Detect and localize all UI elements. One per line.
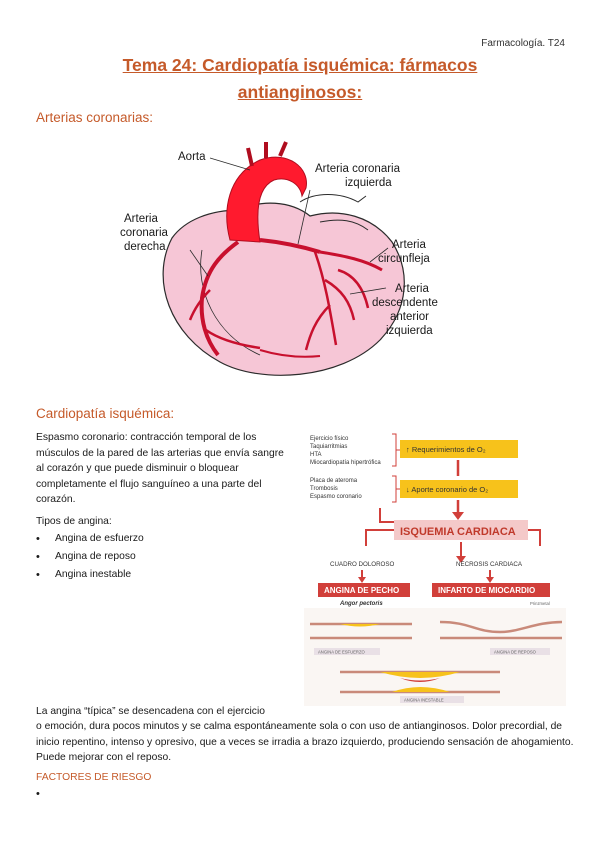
list-item: Angina inestable: [36, 566, 144, 584]
ischemia-diagram: Ejercicio físico Taquiarritmias HTA Mioc…: [304, 433, 566, 706]
prinzmetal-label: Prinzmetal: [530, 601, 550, 606]
angina-tipica-line-1: La angina “típica” se desencadena con el…: [36, 706, 265, 717]
label-coronaria-der-2: coronaria: [120, 227, 169, 239]
lad-artery: [304, 251, 370, 351]
left-coronary-pointer: [297, 189, 311, 245]
aorta-arch: [226, 156, 307, 243]
descendente-pointer: [349, 287, 387, 295]
label-circunfleja-2: circunfleja: [378, 253, 430, 265]
subject-header: Farmacología. T24: [481, 38, 565, 49]
angina-tipica-paragraph: o emoción, dura pocos minutos y se calma…: [36, 721, 574, 763]
right-down-arrow-head: [486, 577, 494, 583]
page-title: Tema 24: Cardiopatía isquémica: fármacos…: [40, 52, 560, 106]
thrombus-inestable: [400, 678, 440, 682]
left-sub-label: CUADRO DOLOROSO: [330, 561, 394, 568]
label-aorta: Aorta: [178, 151, 206, 163]
aporte-text: ↓ Aporte coronario de O₂: [406, 485, 488, 494]
label-coronaria-izq-2: izquierda: [345, 177, 392, 189]
empty-bullet: •: [36, 788, 40, 800]
branch-lines: [365, 529, 541, 546]
aorta-pointer: [209, 157, 251, 171]
aporte-box: [400, 480, 518, 498]
label-box-reposo: [490, 648, 550, 655]
label-descendente-2: descendente: [372, 297, 438, 309]
tipos-angina-list: Angina de esfuerzo Angina de reposo Angi…: [36, 530, 144, 584]
cause-trombosis: Trombosis: [310, 486, 338, 492]
vessel-label-inestable: ANGINA INESTABLE: [404, 698, 444, 703]
cause-ejercicio: Ejercicio físico: [310, 436, 349, 442]
espasmo-definition: Espasmo coronario: contracción temporal …: [36, 432, 284, 505]
isquemia-text: ISQUEMIA CARDIACA: [400, 526, 516, 538]
left-down-arrow-head: [358, 577, 366, 583]
label-coronaria-der-3: derecha: [124, 241, 166, 253]
plaque-esfuerzo: [340, 624, 380, 627]
vessel-label-esfuerzo: ANGINA DE ESFUERZO: [318, 650, 366, 655]
vessel-label-reposo: ANGINA DE REPOSO: [494, 650, 537, 655]
angina-pecho-box: [318, 583, 410, 597]
plaque-inestable: [380, 672, 460, 692]
right-coronary-branch: [188, 289, 261, 350]
section-heading-arterias: Arterias coronarias:: [36, 110, 154, 125]
label-coronaria-izq-1: Arteria coronaria: [315, 163, 401, 175]
arrow-aporte-head: [452, 512, 464, 520]
angor-pectoris-label: Angor pectoris: [339, 601, 383, 607]
cause-hta: HTA: [310, 452, 322, 458]
left-coronary-artery: [259, 238, 321, 254]
right-coronary-pointer: [189, 249, 209, 277]
isquemia-box: [394, 520, 528, 540]
center-arrow-head: [456, 556, 466, 563]
label-coronaria-der-1: Arteria: [124, 213, 158, 225]
cause-taquiarritmias: Taquiarritmias: [310, 444, 347, 450]
label-descendente-4: izquierda: [386, 325, 433, 337]
title-line-1: Tema 24: Cardiopatía isquémica: fármacos: [122, 55, 478, 75]
coronary-arteries-figure: Aorta Arteria coronaria izquierda Arteri…: [110, 130, 470, 386]
circumflex-artery: [319, 250, 383, 272]
label-circunfleja-1: Arteria: [392, 239, 426, 251]
cause-espasmo: Espasmo coronario: [310, 494, 362, 500]
infarto-text: INFARTO DE MIOCARDIO: [438, 586, 535, 595]
factores-riesgo-heading: FACTORES DE RIESGO: [36, 772, 152, 783]
bracket-bottom: [392, 475, 400, 503]
arrow-left-isquemia: [379, 508, 394, 523]
angina-pecho-text: ANGINA DE PECHO: [324, 586, 399, 595]
label-descendente-1: Arteria: [395, 283, 429, 295]
tipos-angina-label: Tipos de angina:: [36, 516, 112, 527]
section-heading-cardiopatia: Cardiopatía isquémica:: [36, 406, 175, 421]
title-line-2: antianginosos:: [237, 82, 363, 102]
cause-miocardiopatia: Miocardiopatía hipertrófica: [310, 460, 381, 466]
infarto-box: [432, 583, 550, 597]
aorta-branches: [246, 141, 288, 167]
list-item: Angina de esfuerzo: [36, 530, 144, 548]
cause-placa: Placa de ateroma: [310, 478, 358, 484]
bracket-top: [392, 433, 400, 467]
label-descendente-3: anterior: [390, 311, 429, 323]
vessel-reposo: [439, 620, 563, 640]
pulmonary-vessels: [299, 194, 369, 231]
requerimientos-text: ↑ Requerimientos de O₂: [406, 445, 486, 454]
right-sub-label: NECROSIS CARDIACA: [456, 561, 523, 568]
circumflex-pointer: [369, 247, 389, 263]
requerimientos-box: [400, 440, 518, 458]
label-box-inestable: [400, 696, 464, 703]
heart-bottom-vessels: [259, 349, 321, 358]
heart-inner-line: [200, 249, 261, 356]
label-box-esfuerzo: [314, 648, 380, 655]
list-item: Angina de reposo: [36, 548, 144, 566]
